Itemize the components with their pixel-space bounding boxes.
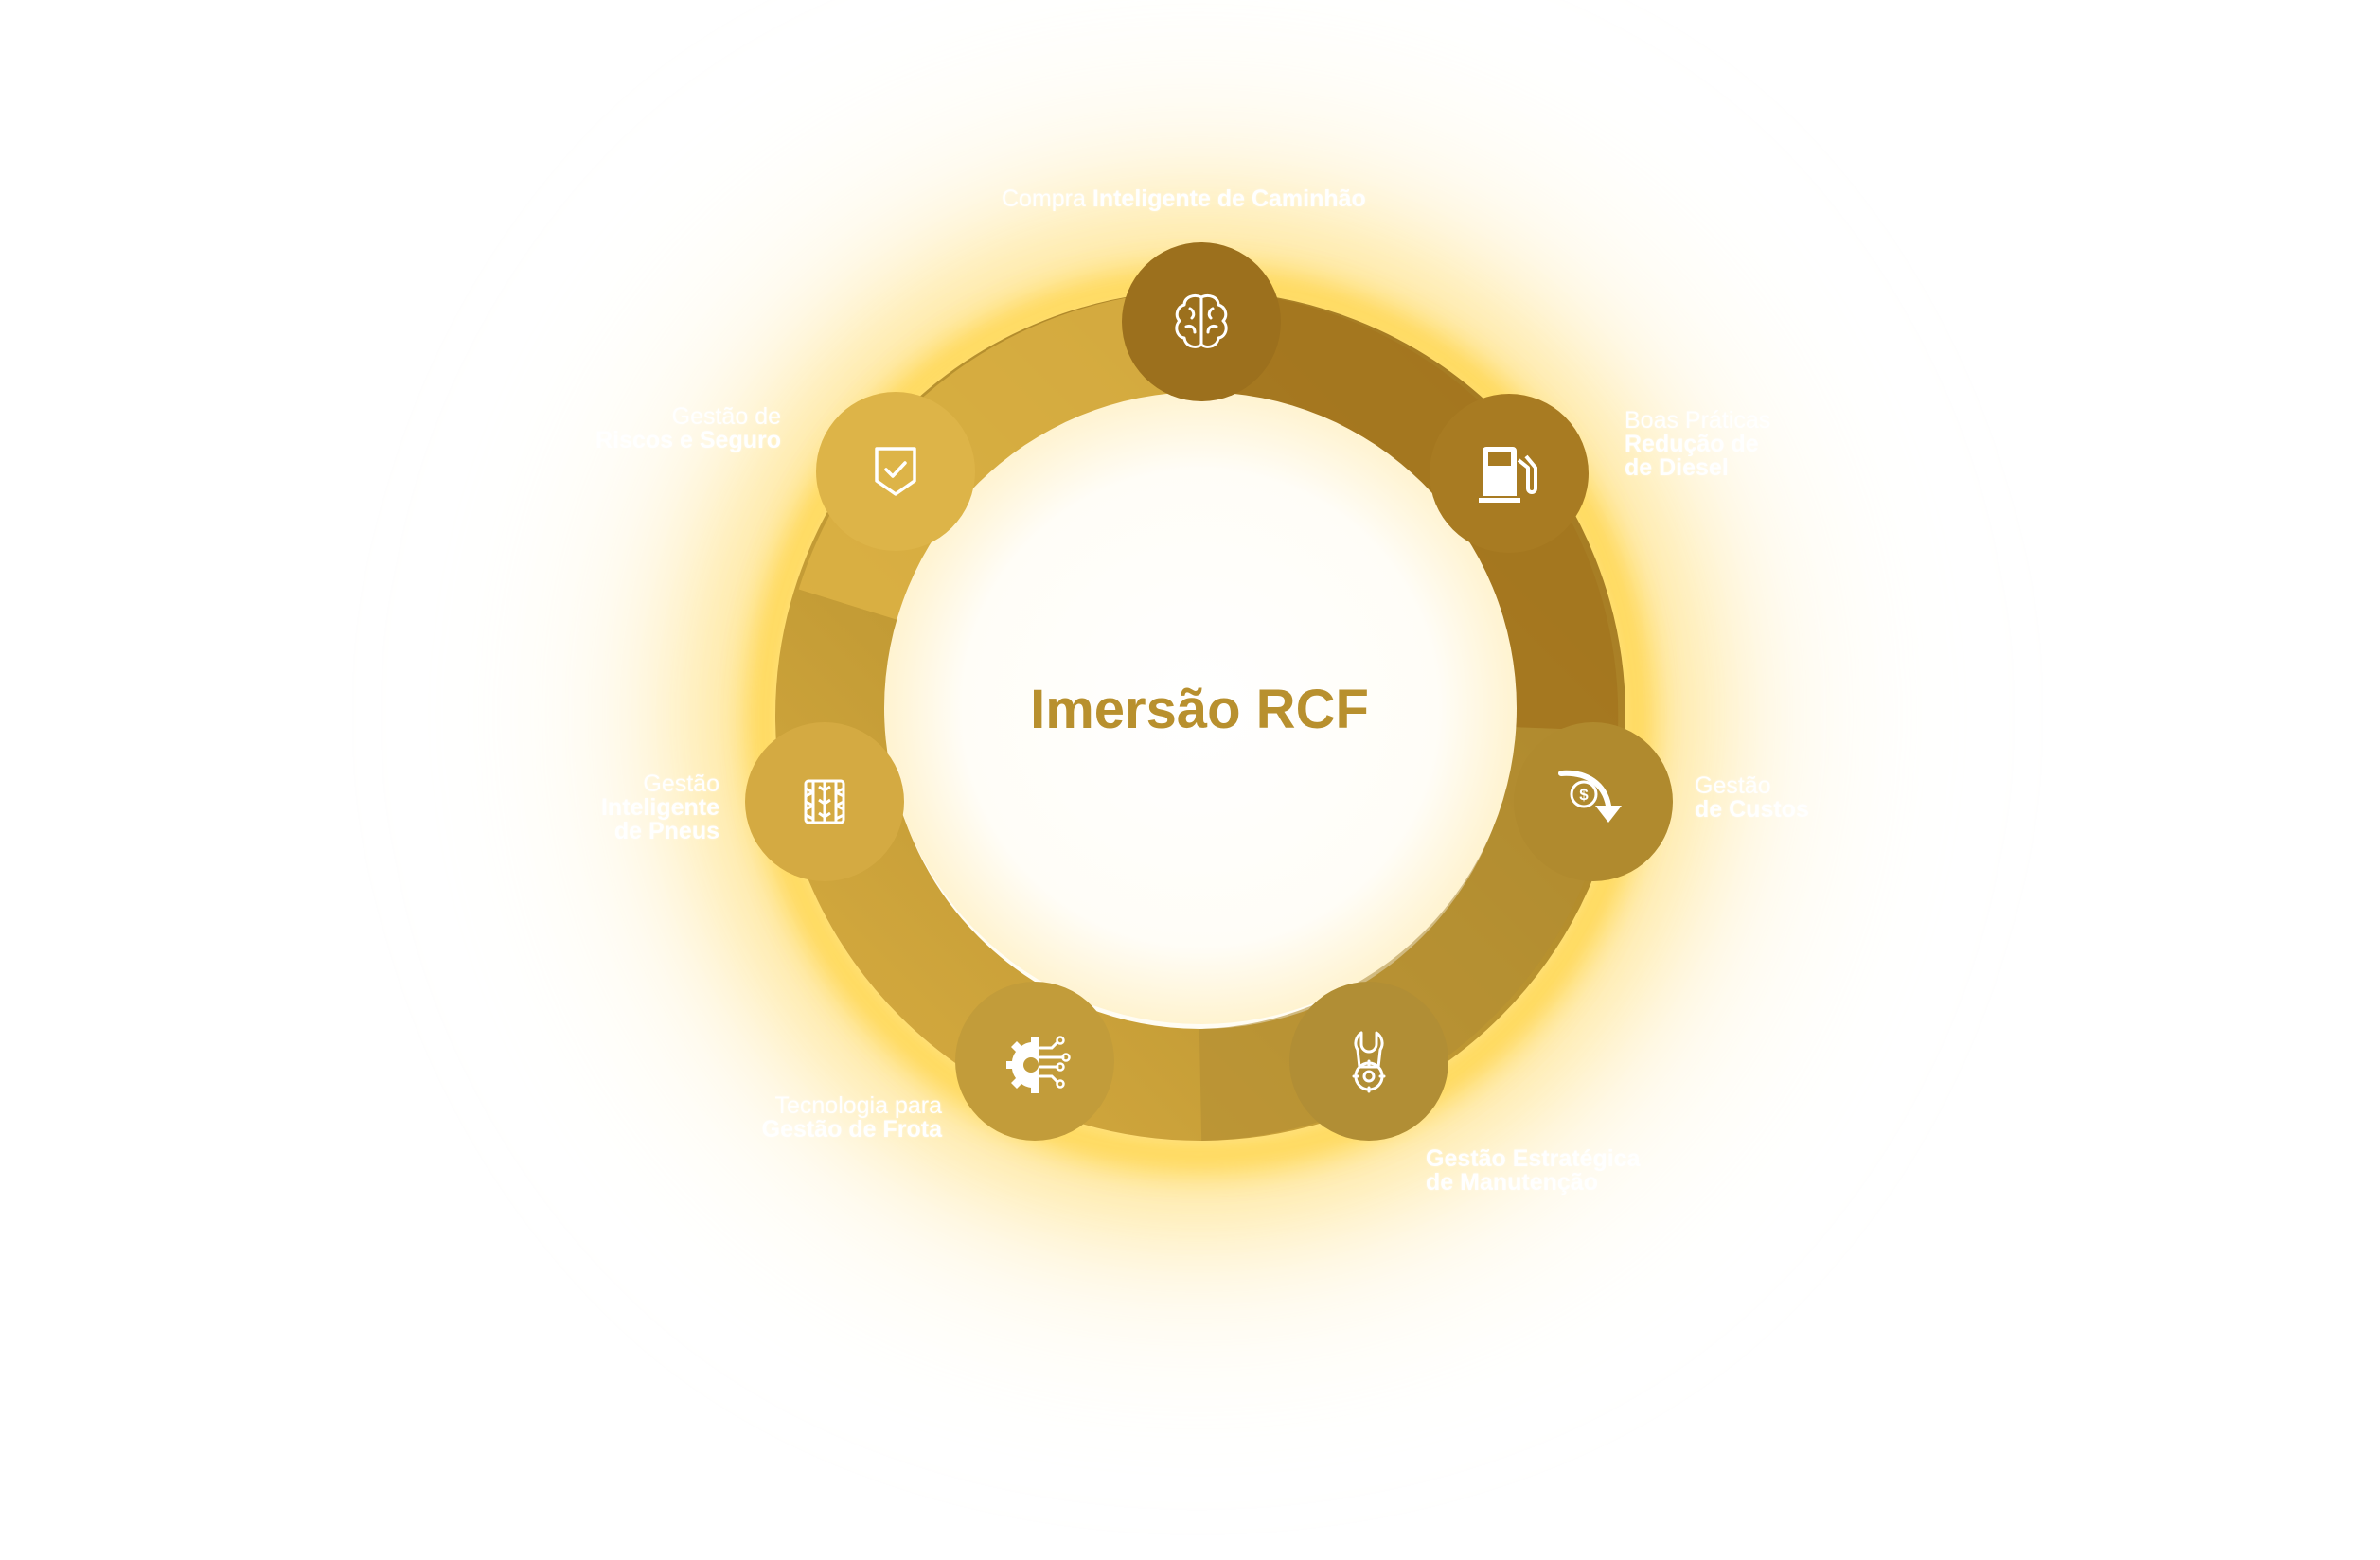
label-insurance: Gestão de Riscos e Seguro [568,405,781,452]
label-technology-line2: Gestão de Frota [761,1116,942,1143]
fuel-pump-icon[interactable] [1471,435,1547,511]
label-technology-line1: Tecnologia para [774,1092,942,1119]
label-technology: Tecnologia para Gestão de Frota [701,1094,942,1142]
shield-check-icon[interactable] [858,434,933,509]
label-tires-line1: Gestão [643,771,719,797]
gear-circuit-icon[interactable] [997,1023,1073,1099]
label-insurance-line1: Gestão de [671,403,781,430]
label-tires-line2: Inteligente [600,794,719,821]
center-disc [884,392,1517,1024]
brain-icon[interactable] [1163,284,1239,360]
label-costs: Gestão de Custos [1695,774,1809,822]
label-maintenance-line1: Gestão Estratégica [1426,1145,1641,1172]
label-fuel-line3: de Diesel [1625,454,1729,481]
label-fuel: Boas Práticas Redução de de Diesel [1625,409,1770,480]
label-maintenance-line2: de Manutenção [1426,1169,1598,1196]
label-fuel-line2: Redução de [1625,431,1759,457]
label-brain-line1: Compra [1002,186,1086,212]
cost-reduction-icon[interactable]: $ [1555,764,1631,840]
tire-tread-icon[interactable] [787,764,862,840]
center-title: Imersão RCF [1030,679,1369,740]
label-brain-line2: Inteligente de Caminhão [1092,186,1366,212]
label-costs-line1: Gestão [1695,772,1771,799]
label-insurance-line2: Riscos e Seguro [595,427,781,453]
label-brain: Compra Inteligente de Caminhão [1002,187,1366,211]
wrench-gear-icon[interactable] [1331,1023,1407,1099]
label-fuel-line1: Boas Práticas [1625,407,1771,434]
label-maintenance: Gestão Estratégica de Manutenção [1426,1147,1641,1195]
svg-text:$: $ [1579,786,1589,804]
label-tires-line3: de Pneus [613,818,719,844]
label-costs-line2: de Custos [1695,796,1809,823]
label-tires: Gestão Inteligente de Pneus [530,772,719,843]
